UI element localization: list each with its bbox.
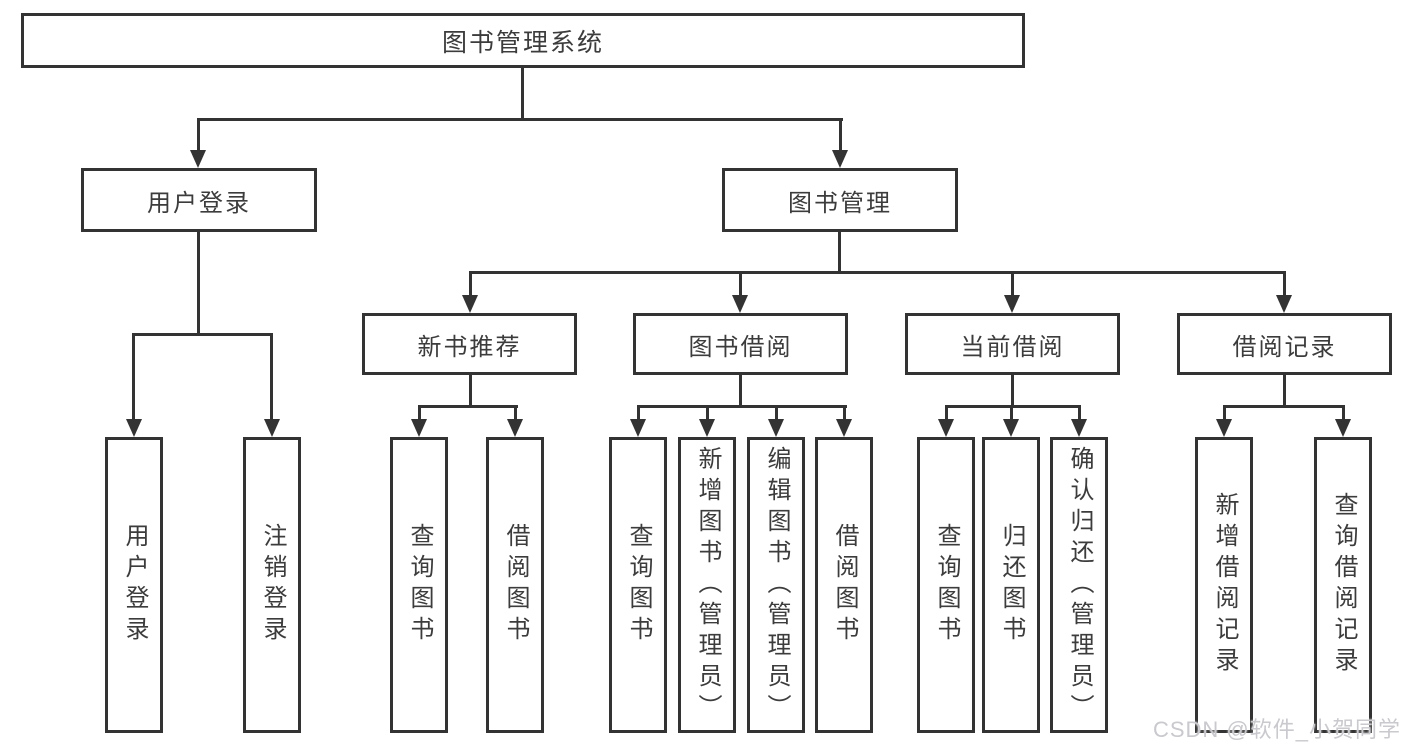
connector-line [839,118,842,152]
connector-line [945,405,1081,408]
connector-line [197,232,200,336]
connector-line [706,405,709,423]
leaf-label: 查询图书 [933,523,960,647]
connector-line [739,375,742,408]
node-borrowing-records: 借阅记录 [1177,313,1392,375]
node-label: 图书借阅 [688,333,793,361]
connector-line [1011,271,1014,297]
connector-line [469,271,472,297]
arrowhead-down-icon [1004,295,1020,313]
leaf-query-books-recommend: 查询图书 [390,437,448,733]
node-new-book-recommendation: 新书推荐 [362,313,577,375]
connector-line [1078,405,1081,423]
node-label: 新书推荐 [417,333,522,361]
node-label: 图书管理系统 [441,28,604,57]
arrowhead-down-icon [1216,419,1232,437]
connector-line [1283,271,1286,297]
connector-line [838,232,841,274]
connector-line [197,118,843,121]
arrowhead-down-icon [1071,419,1087,437]
leaf-label: 新增借阅记录 [1211,492,1238,678]
arrowhead-down-icon [699,419,715,437]
node-current-borrowing: 当前借阅 [905,313,1120,375]
connector-line [270,333,273,421]
connector-line [418,405,421,423]
leaf-query-books-current: 查询图书 [917,437,975,733]
connector-line [133,333,273,336]
leaf-label: 借阅图书 [502,523,529,647]
leaf-label: 新增图书（管理员） [694,445,721,725]
connector-line [418,405,518,408]
arrowhead-down-icon [938,419,954,437]
connector-line [1342,405,1345,423]
leaf-borrow-books: 借阅图书 [815,437,873,733]
connector-line [945,405,948,423]
leaf-add-books-admin: 新增图书（管理员） [678,437,736,733]
connector-line [521,68,524,118]
arrowhead-down-icon [768,419,784,437]
connector-line [469,271,1286,274]
arrowhead-down-icon [507,419,523,437]
node-label: 用户登录 [147,189,251,217]
connector-line [1011,375,1014,408]
connector-line [739,271,742,297]
arrowhead-down-icon [836,419,852,437]
node-library-management-system: 图书管理系统 [21,13,1025,68]
leaf-query-borrow-record: 查询借阅记录 [1314,437,1372,733]
node-user-login: 用户登录 [81,168,317,232]
arrowhead-down-icon [1335,419,1351,437]
connector-line [1010,405,1013,423]
leaf-add-borrow-record: 新增借阅记录 [1195,437,1253,733]
arrowhead-down-icon [1276,295,1292,313]
leaf-logout: 注销登录 [243,437,301,733]
leaf-label: 用户登录 [121,523,148,647]
leaf-user-login: 用户登录 [105,437,163,733]
leaf-label: 查询借阅记录 [1330,492,1357,678]
leaf-label: 查询图书 [406,523,433,647]
connector-line [843,405,846,423]
connector-line [469,375,472,408]
leaf-label: 注销登录 [259,523,286,647]
connector-line [637,405,847,408]
leaf-label: 编辑图书（管理员） [763,445,790,725]
leaf-borrow-books-recommend: 借阅图书 [486,437,544,733]
node-label: 借阅记录 [1232,333,1337,361]
connector-line [1283,375,1286,408]
leaf-label: 借阅图书 [831,523,858,647]
connector-line [514,405,517,423]
arrowhead-down-icon [190,150,206,168]
leaf-query-books-borrow: 查询图书 [609,437,667,733]
arrowhead-down-icon [732,295,748,313]
connector-line [1223,405,1345,408]
connector-line [775,405,778,423]
arrowhead-down-icon [630,419,646,437]
leaf-label: 确认归还（管理员） [1066,445,1093,725]
csdn-watermark: CSDN @软件_小贺同学 [1152,717,1401,742]
node-label: 当前借阅 [960,333,1065,361]
arrowhead-down-icon [411,419,427,437]
connector-line [637,405,640,423]
leaf-label: 归还图书 [998,523,1025,647]
arrowhead-down-icon [126,419,142,437]
arrowhead-down-icon [264,419,280,437]
leaf-edit-books-admin: 编辑图书（管理员） [747,437,805,733]
arrowhead-down-icon [462,295,478,313]
node-book-management: 图书管理 [722,168,958,232]
leaf-confirm-return-admin: 确认归还（管理员） [1050,437,1108,733]
arrowhead-down-icon [1003,419,1019,437]
node-label: 图书管理 [788,189,892,217]
connector-line [132,333,135,421]
arrowhead-down-icon [832,150,848,168]
connector-line [1223,405,1226,423]
connector-line [197,118,200,152]
leaf-label: 查询图书 [625,523,652,647]
node-book-borrowing: 图书借阅 [633,313,848,375]
leaf-return-books: 归还图书 [982,437,1040,733]
